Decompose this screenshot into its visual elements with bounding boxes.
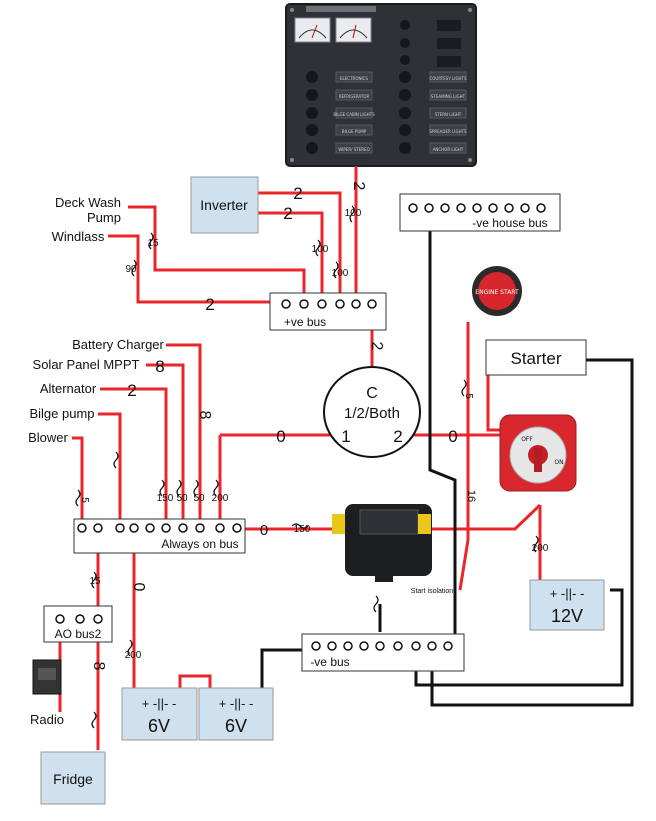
panel-right-column: COURTESY LIGHTS STEAMING LIGHT STERN LIG…	[399, 71, 467, 154]
neg-bus-label: -ve bus	[310, 655, 349, 669]
inverter-label: Inverter	[200, 197, 248, 213]
battery-12v[interactable]: + -||- - 12V	[529, 579, 605, 631]
battery-6v-left-symbol: + -||- -	[142, 696, 177, 711]
panel-label-left-4: BILGE PUMP	[342, 129, 367, 134]
panel-label-right-5: ANCHOR LIGHT	[433, 147, 464, 152]
device-labels: Deck Wash Pump Windlass Battery Charger …	[28, 195, 453, 727]
gauge-start-iso: 16	[465, 490, 477, 502]
gauge-inverter-1: 2	[293, 184, 302, 203]
fuse-labels: 100 100 100 15 90 150 50 50 200 150 200 …	[79, 208, 549, 661]
panel-label-left-3: BILGE CABIN LIGHTS	[333, 112, 375, 117]
ve-house-bus-label: -ve house bus	[472, 216, 547, 230]
pump-label: Pump	[87, 210, 121, 225]
positive-wires	[58, 166, 542, 750]
always-on-bus[interactable]: Always on bus	[73, 518, 246, 554]
selector-pos-1-label: 1	[341, 427, 350, 446]
fuse-inverter-a: 100	[312, 244, 329, 255]
gauge-alternator: 2	[127, 381, 136, 400]
panel-left-column: ELECTRONICS REFRIGERATOR BILGE CABIN LIG…	[306, 71, 375, 154]
fuse-ao-bus2: 15	[89, 576, 101, 587]
gauge-fridge: 8	[90, 662, 107, 671]
selector-switch[interactable]: C 1/2/Both 1 2	[323, 366, 421, 458]
fridge-label: Fridge	[53, 771, 93, 787]
fuse-batt-12v: 200	[532, 543, 549, 554]
fuse-windlass: 15	[147, 238, 159, 249]
engine-start-label: ENGINE START	[475, 289, 519, 296]
dc-distribution-panel: ELECTRONICS REFRIGERATOR BILGE CABIN LIG…	[285, 3, 477, 167]
gauge-panel-feed: 2	[350, 182, 367, 191]
windlass-label: Windlass	[52, 229, 105, 244]
fuse-charger: 50	[193, 493, 205, 504]
ao-bus2-label: AO bus2	[55, 627, 102, 641]
fuse-batt-6v: 200	[125, 650, 142, 661]
selector-common-label: C	[366, 385, 378, 402]
gauge-windlass-run: 2	[205, 295, 214, 314]
gauge-bus-to-switch: 2	[368, 342, 385, 351]
fuse-always-on-feed: 200	[212, 493, 229, 504]
gauge-switch-1: 0	[276, 427, 285, 446]
panel-label-left-2: REFRIGERATOR	[339, 94, 370, 99]
selector-both-label: 1/2/Both	[344, 405, 400, 422]
gauge-always-on: 0	[260, 522, 268, 539]
starter-label: Starter	[510, 349, 561, 368]
battery-switch[interactable]: OFF ON	[499, 414, 577, 492]
acr-relay[interactable]	[332, 504, 432, 582]
battery-6v-right-symbol: + -||- -	[219, 696, 254, 711]
ve-house-bus[interactable]: -ve house bus	[399, 193, 561, 232]
battery-6v-right-label: 6V	[225, 716, 247, 736]
fuse-solar: 50	[176, 493, 188, 504]
gauge-inverter-2: 2	[283, 204, 292, 223]
starter-box[interactable]: Starter	[485, 339, 587, 376]
panel-label-right-3: STERN LIGHT	[435, 112, 462, 117]
battery-switch-off-label: OFF	[521, 436, 533, 443]
battery-charger-label: Battery Charger	[72, 337, 164, 352]
gauge-charger: 8	[196, 411, 213, 420]
solar-mppt-label: Solar Panel MPPT	[33, 357, 140, 372]
blower-label: Blower	[28, 430, 68, 445]
battery-12v-label: 12V	[551, 606, 583, 626]
wire-gauge-labels: 2 2 2 2 2 8 8 2 0 0 0 0 8 16	[90, 182, 477, 671]
panel-label-left-5: WIPER/ STEREO	[338, 147, 369, 152]
fuse-alternator: 150	[157, 493, 174, 504]
panel-label-left-1: ELECTRONICS	[340, 76, 368, 81]
fridge-box[interactable]: Fridge	[40, 751, 106, 805]
ao-bus2[interactable]: AO bus2	[43, 605, 113, 643]
gauge-batt-6v: 0	[130, 583, 147, 592]
gauge-switch-2: 0	[448, 427, 457, 446]
panel-label-right-1: COURTESY LIGHTS	[429, 76, 467, 81]
pos-bus[interactable]: +ve bus	[269, 292, 387, 331]
deck-wash-label: Deck Wash	[55, 195, 121, 210]
neg-bus[interactable]: -ve bus	[301, 633, 465, 672]
battery-6v-left[interactable]: + -||- - 6V	[121, 687, 198, 741]
alternator-label: Alternator	[40, 381, 97, 396]
battery-6v-right[interactable]: + -||- - 6V	[198, 687, 274, 741]
battery-switch-on-label: ON	[554, 459, 563, 466]
radio-icon	[32, 659, 62, 695]
selector-pos-2-label: 2	[393, 427, 402, 446]
start-isolation-label: Start isolation	[411, 588, 454, 595]
panel-label-right-2: STEAMING LIGHT	[431, 94, 466, 99]
ammeter-icon	[294, 17, 331, 43]
fuse-symbols	[75, 205, 539, 729]
battery-6v-left-label: 6V	[148, 716, 170, 736]
always-on-bus-label: Always on bus	[161, 537, 238, 551]
engine-start-button[interactable]: ENGINE START	[472, 266, 522, 316]
fuse-panel: 100	[345, 208, 362, 219]
fuse-starter: 5	[463, 393, 474, 399]
fuse-deck-wash: 90	[125, 264, 137, 275]
fuse-inverter-b: 100	[332, 268, 349, 279]
gauge-solar: 8	[155, 357, 164, 376]
negative-wires	[260, 210, 634, 707]
voltmeter-icon	[335, 17, 372, 43]
radio-label: Radio	[30, 712, 64, 727]
panel-label-right-4: SPREADER LIGHTS	[429, 129, 467, 134]
inverter-box[interactable]: Inverter	[190, 176, 259, 234]
battery-12v-symbol: + -||- -	[550, 586, 585, 601]
fuse-acr: 150	[294, 524, 311, 535]
bilge-pump-label: Bilge pump	[29, 406, 94, 421]
pos-bus-label: +ve bus	[284, 315, 326, 329]
fuse-blower: 5	[79, 497, 90, 503]
